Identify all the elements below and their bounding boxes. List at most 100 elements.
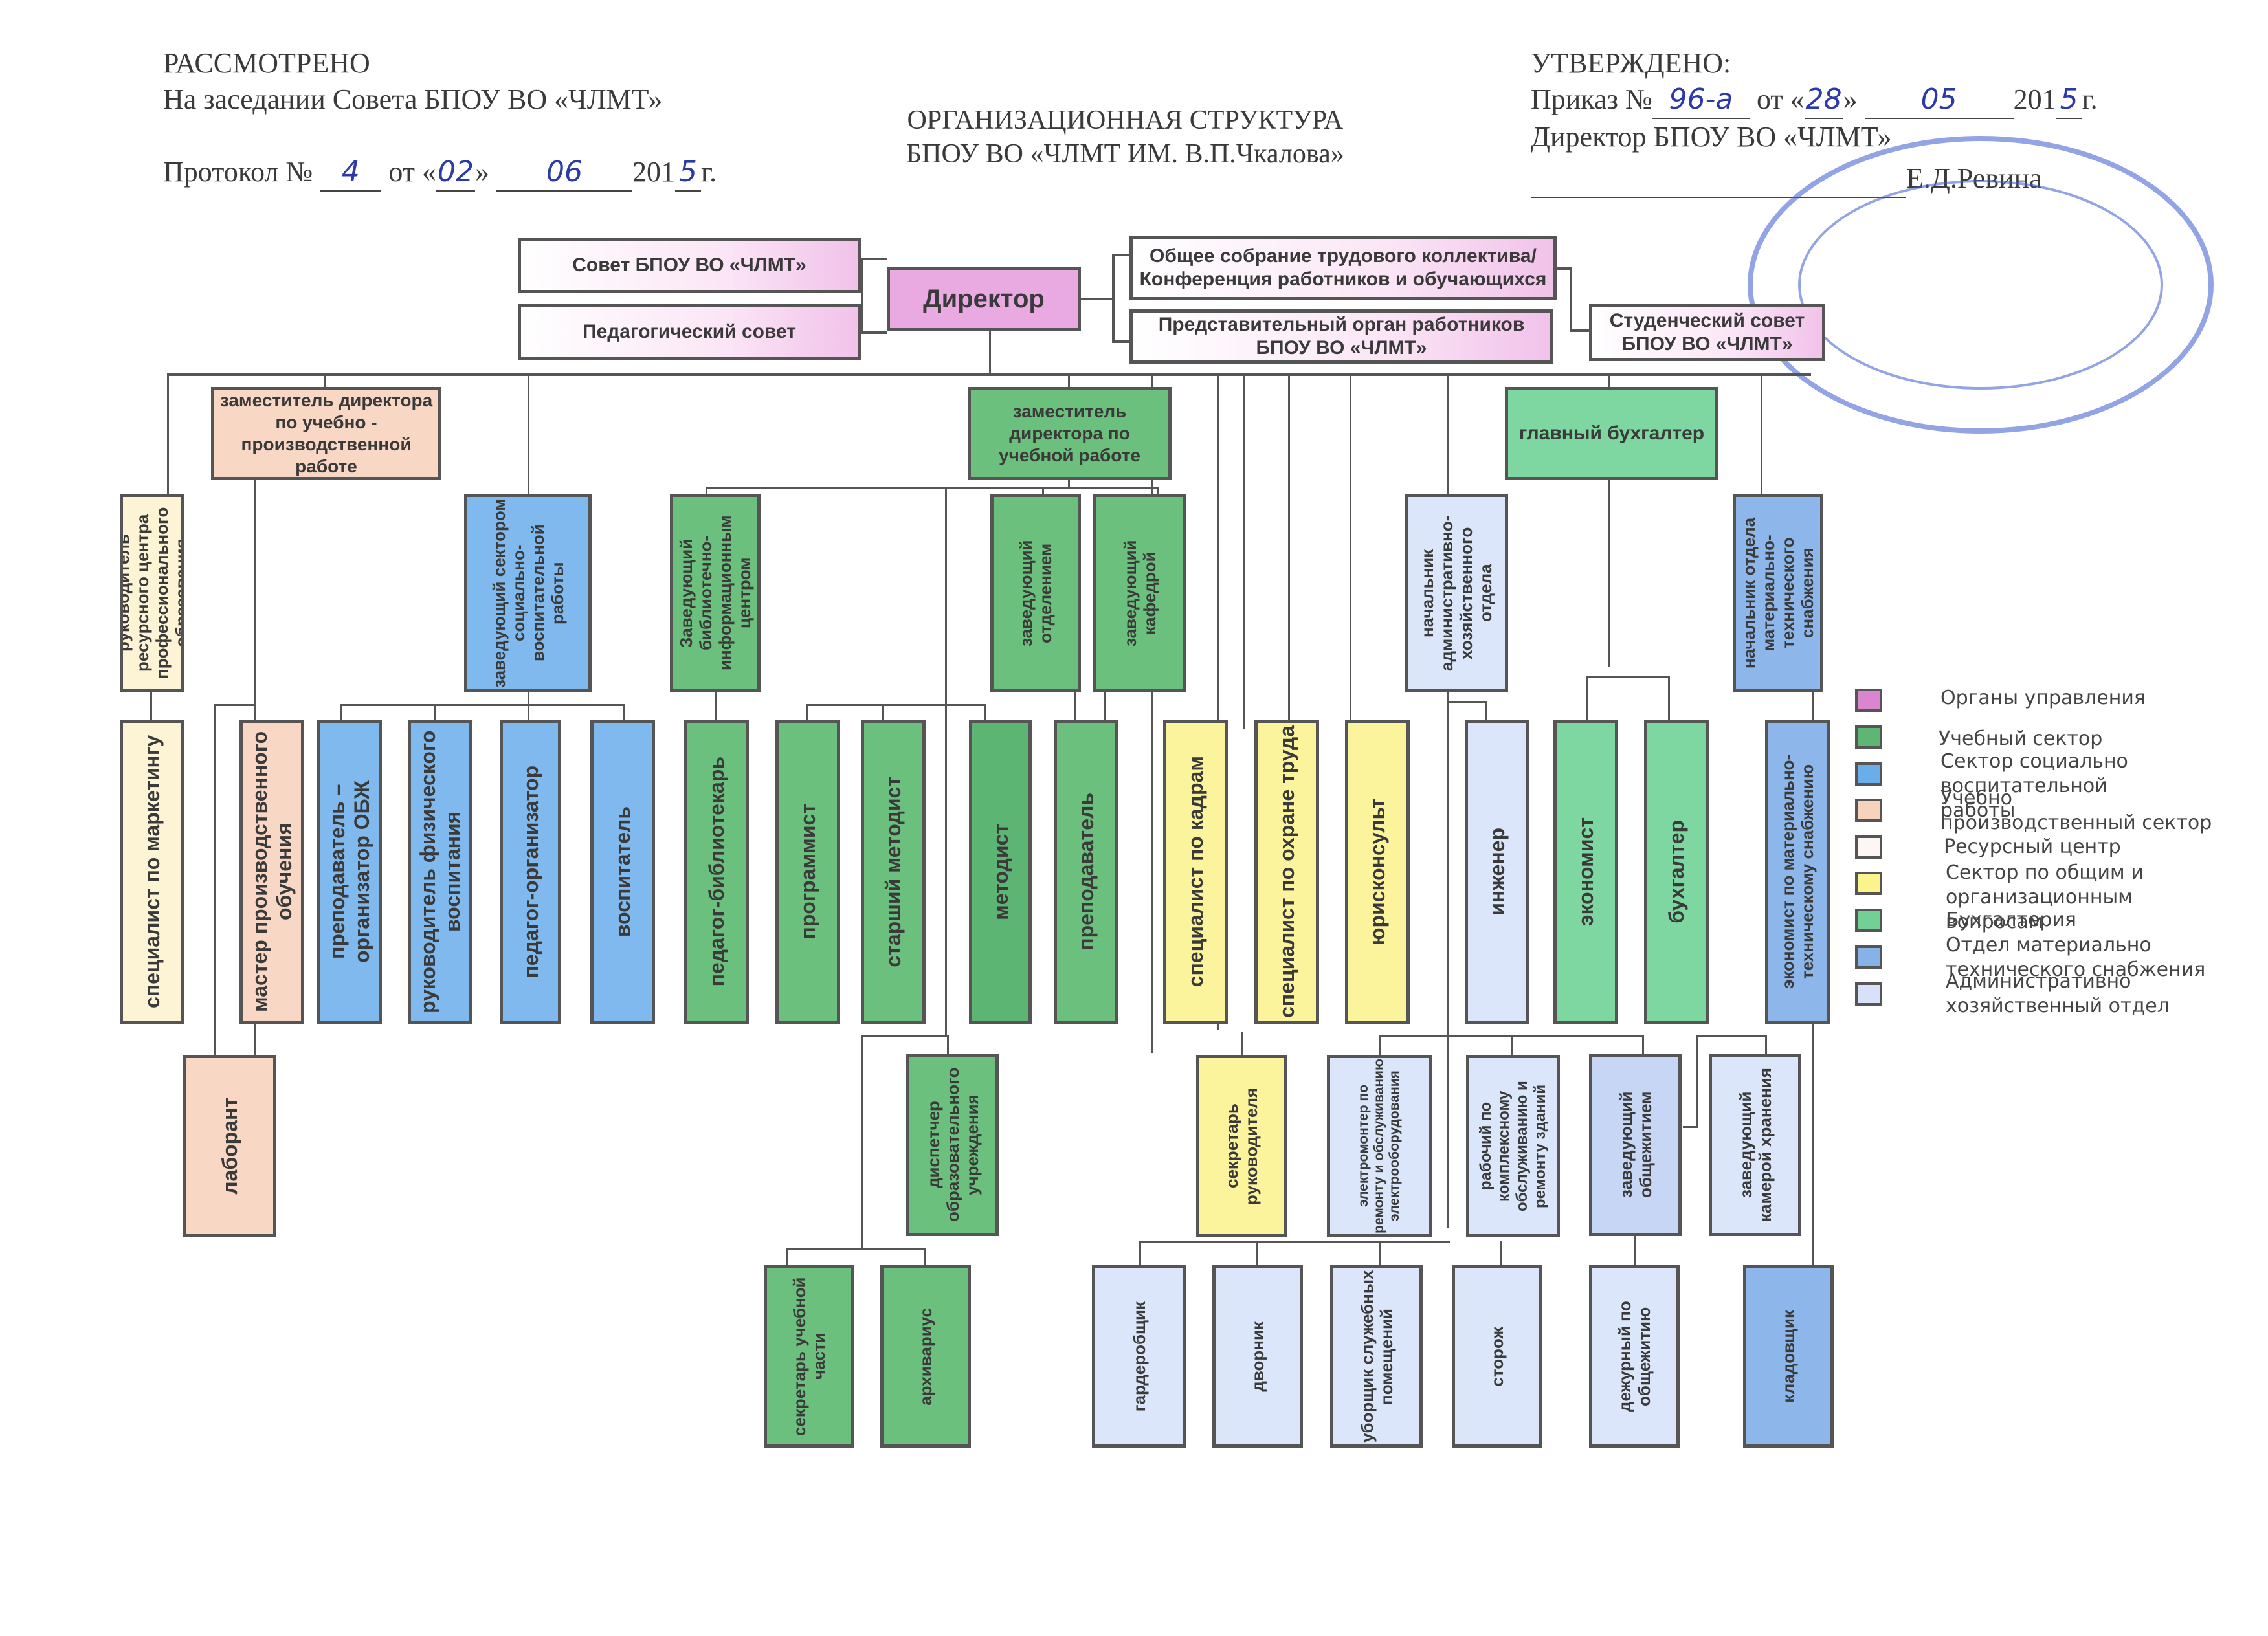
protocol-year-digit: 5	[675, 154, 701, 192]
hr-specialist-box[interactable]: специалист по кадрам	[1163, 720, 1228, 1024]
connector	[340, 704, 625, 706]
pedagogue-librarian-box[interactable]: педагог-библиотекарь	[684, 720, 749, 1024]
connector	[1068, 373, 1070, 388]
connector	[882, 704, 884, 724]
legend-label: Ресурсный центр	[1944, 835, 2121, 858]
connector	[150, 691, 152, 724]
storekeeper-box[interactable]: кладовщик	[1743, 1265, 1834, 1448]
connector	[1112, 254, 1129, 256]
director-label: Директор БПОУ ВО «ЧЛМТ»	[1531, 121, 1892, 153]
connector	[861, 258, 863, 334]
methodologist-box[interactable]: методист	[969, 720, 1032, 1024]
legend-swatch	[1855, 689, 1882, 712]
legend-label: Бухгалтерия	[1946, 909, 2076, 931]
academic-secretary-box[interactable]: секретарь учебной части	[764, 1265, 854, 1448]
connector	[947, 1035, 949, 1056]
supply-economist-box[interactable]: экономист по материально-техническому сн…	[1765, 720, 1830, 1024]
protocol-number: 4	[320, 154, 382, 192]
connector	[324, 373, 326, 388]
connector	[1042, 487, 1044, 496]
storage-room-head-box[interactable]: заведующий камерой хранения	[1709, 1054, 1801, 1236]
production-master-box[interactable]: мастер производственного обучения	[239, 720, 304, 1024]
dormitory-head-box[interactable]: заведующий общежитием	[1589, 1054, 1682, 1236]
connector	[1241, 1032, 1243, 1055]
deputy-production-box[interactable]: заместитель директора по учебно - произв…	[211, 387, 441, 480]
supply-dept-head-box[interactable]: начальник отдела материально-техническог…	[1733, 494, 1823, 692]
legend-swatch	[1855, 799, 1882, 822]
connector	[861, 704, 984, 706]
connector	[1586, 676, 1588, 724]
connector	[1608, 373, 1610, 388]
dispatcher-box[interactable]: диспетчер образовательного учреждения	[906, 1054, 999, 1236]
official-stamp-icon	[1748, 136, 2214, 434]
department-head-box[interactable]: заведующий отделением	[990, 494, 1081, 692]
considered-label: РАССМОТРЕНО	[163, 47, 370, 79]
lab-assistant-box[interactable]: лаборант	[183, 1055, 276, 1237]
chief-accountant-box[interactable]: главный бухгалтер	[1505, 387, 1718, 480]
cleaner-box[interactable]: уборщик служебных помещений	[1330, 1265, 1423, 1448]
connector	[1765, 1035, 1767, 1055]
connector	[1243, 373, 1245, 729]
connector	[1570, 329, 1589, 332]
library-center-head-box[interactable]: Заведующий библиотечно-информационным це…	[670, 494, 761, 692]
legal-adviser-box[interactable]: юрисконсульт	[1345, 720, 1410, 1024]
resource-center-head-box[interactable]: руководитель ресурсного центра профессио…	[120, 494, 184, 692]
obzh-teacher-box[interactable]: преподаватель – организатор ОБЖ	[317, 720, 382, 1024]
student-council-box[interactable]: Студенческий совет БПОУ ВО «ЧЛМТ»	[1589, 304, 1825, 361]
connector	[1683, 1126, 1698, 1128]
connector	[806, 704, 884, 706]
legend-swatch	[1855, 909, 1882, 932]
maintenance-worker-box[interactable]: рабочий по комплексному обслуживанию и р…	[1466, 1055, 1560, 1237]
programmer-box[interactable]: программист	[775, 720, 840, 1024]
connector	[434, 704, 436, 724]
connector	[1081, 298, 1113, 300]
council-box[interactable]: Совет БПОУ ВО «ЧЛМТ»	[518, 238, 861, 293]
connector	[1139, 1241, 1450, 1243]
social-sector-head-box[interactable]: заведующий сектором социально-воспитател…	[464, 494, 592, 692]
connector	[984, 704, 986, 724]
archivist-box[interactable]: архивариус	[880, 1265, 971, 1448]
accountant-box[interactable]: бухгалтер	[1644, 720, 1709, 1024]
connector	[1104, 691, 1106, 724]
educator-box[interactable]: воспитатель	[590, 720, 655, 1024]
economist-box[interactable]: экономист	[1553, 720, 1618, 1024]
order-number: 96-а	[1652, 82, 1750, 119]
admin-dept-head-box[interactable]: начальник административно-хозяйственного…	[1405, 494, 1508, 692]
representative-body-box[interactable]: Представительный орган работников БПОУ В…	[1129, 309, 1553, 364]
connector	[786, 1248, 926, 1250]
chair-head-box[interactable]: заведующий кафедрой	[1093, 494, 1186, 692]
connector	[167, 373, 169, 494]
executive-secretary-box[interactable]: секретарь руководителя	[1196, 1055, 1287, 1237]
connector	[706, 487, 1159, 489]
physical-education-head-box[interactable]: руководитель физического воспитания	[408, 720, 472, 1024]
pedagogical-council-box[interactable]: Педагогический совет	[518, 304, 861, 360]
general-meeting-box[interactable]: Общее собрание трудового коллектива/ Кон…	[1129, 236, 1557, 300]
teacher-box[interactable]: преподаватель	[1054, 720, 1118, 1024]
connector	[861, 1035, 863, 1249]
watchman-box[interactable]: сторож	[1452, 1265, 1542, 1448]
marketing-specialist-box[interactable]: специалист по маркетингу	[120, 720, 184, 1024]
connector	[1642, 1035, 1644, 1055]
dormitory-attendant-box[interactable]: дежурный по общежитию	[1589, 1265, 1680, 1448]
legend-swatch	[1855, 762, 1882, 786]
legend-label: Учебно производственный сектор	[1940, 787, 2212, 834]
header-left: РАССМОТРЕНО На заседании Совета БПОУ ВО …	[163, 45, 717, 192]
deputy-education-box[interactable]: заместитель директора по учебной работе	[968, 387, 1172, 480]
connector	[1379, 1241, 1381, 1266]
director-box[interactable]: Директор	[887, 267, 1081, 331]
title-line-1: ОРГАНИЗАЦИОННАЯ СТРУКТУРА	[907, 105, 1344, 135]
janitor-box[interactable]: дворник	[1212, 1265, 1303, 1448]
main-bus-line	[167, 373, 1811, 376]
electrician-box[interactable]: электромонтер по ремонту и обслуживанию …	[1327, 1055, 1432, 1237]
senior-methodologist-box[interactable]: старший методист	[861, 720, 926, 1024]
connector	[1379, 1035, 1381, 1055]
labor-safety-specialist-box[interactable]: специалист по охране труда	[1254, 720, 1319, 1024]
connector	[1485, 701, 1487, 724]
legend-swatch	[1855, 725, 1882, 749]
connector	[861, 331, 887, 334]
engineer-box[interactable]: инженер	[1465, 720, 1529, 1024]
pedagogue-organizer-box[interactable]: педагог-организатор	[500, 720, 561, 1024]
cloakroom-attendant-box[interactable]: гардеробщик	[1092, 1265, 1186, 1448]
order-month: 05	[1864, 82, 2014, 119]
legend-label: Сектор по общим и организационным вопрос…	[1946, 861, 2144, 933]
